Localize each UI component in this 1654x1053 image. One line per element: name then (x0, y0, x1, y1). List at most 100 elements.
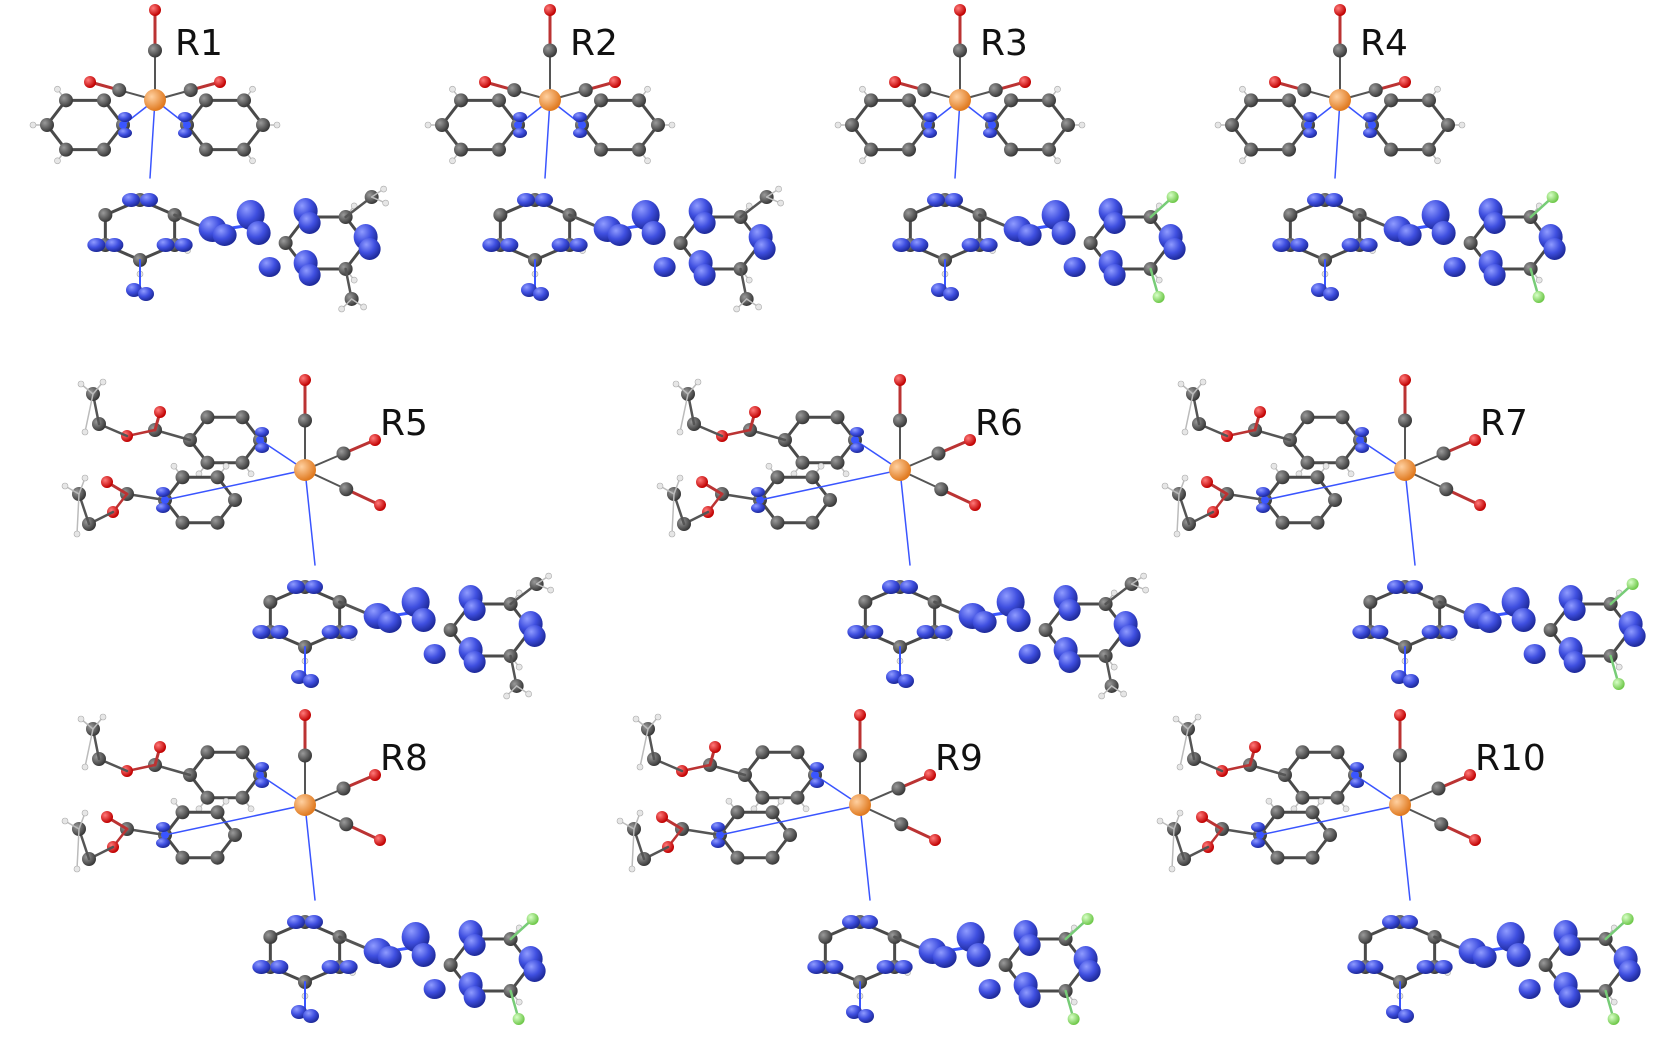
orbital-lobe (178, 112, 192, 122)
carbon-atom (632, 93, 646, 108)
hydrogen-atom (765, 462, 773, 470)
orbital-lobe (934, 625, 953, 639)
orbital-lobe (1355, 443, 1369, 453)
carbon-atom (237, 142, 251, 157)
panel-label-r5: R5 (380, 403, 428, 444)
carbon-atom (492, 93, 506, 108)
orbital-lobe (1347, 960, 1366, 974)
hydrogen-atom (61, 817, 69, 825)
carbon-atom (98, 208, 113, 222)
hydrogen-atom (1270, 462, 1278, 470)
orbital-lobe (298, 263, 321, 286)
orbital-lobe (513, 128, 527, 138)
hydrogen-atom (694, 378, 702, 386)
hydrogen-atom (81, 428, 89, 436)
hydrogen-atom (81, 763, 89, 771)
orbital-lobe (321, 960, 340, 974)
carbon-atom (210, 805, 225, 820)
carbon-atom (931, 446, 946, 461)
hydrogen-atom (350, 276, 358, 284)
hydrogen-atom (1176, 763, 1184, 771)
hydrogen-atom (775, 185, 782, 193)
carbon-atom (1042, 93, 1056, 108)
hydrogen-atom (1239, 157, 1246, 165)
hydrogen-atom (1265, 797, 1273, 805)
hydrogen-atom (360, 303, 367, 311)
orbital-lobe (303, 674, 319, 688)
carbon-atom (1061, 118, 1075, 132)
hydrogen-atom (1322, 462, 1330, 470)
carbon-atom (175, 470, 190, 485)
nitrogen-atom (1256, 831, 1264, 839)
bond (719, 804, 861, 836)
carbon-atom (1393, 748, 1407, 763)
carbon-atom (1310, 515, 1325, 530)
orbital-lobe (174, 238, 193, 252)
panel-label-r4: R4 (1360, 23, 1408, 64)
hydrogen-atom (777, 199, 784, 207)
bond (164, 469, 306, 501)
bond (149, 99, 156, 179)
orbital-lobe (1018, 644, 1041, 664)
hydrogen-atom (81, 474, 89, 482)
carbon-atom (1275, 515, 1290, 530)
oxygen-atom (1254, 406, 1266, 418)
carbon-atom (200, 410, 215, 425)
bond (84, 728, 94, 768)
orbital-lobe (1290, 238, 1309, 252)
oxygen-atom (479, 76, 491, 88)
bond (84, 393, 94, 433)
orbital-lobe (1563, 599, 1586, 622)
oxygen-atom (1019, 76, 1031, 88)
orbital-lobe (910, 238, 929, 252)
carbon-atom (1295, 745, 1310, 760)
orbital-lobe (1386, 1005, 1402, 1019)
orbital-lobe (1483, 263, 1506, 286)
carbon-atom (1282, 142, 1296, 157)
orbital-lobe (916, 625, 935, 639)
nitrogen-atom (578, 121, 586, 129)
orbital-lobe (1439, 625, 1458, 639)
orbital-lobe (943, 287, 959, 301)
orbital-lobe (711, 838, 725, 848)
carbon-atom (59, 142, 73, 157)
oxygen-atom (696, 476, 708, 488)
hydrogen-atom (1239, 85, 1246, 93)
orbital-lobe (876, 960, 895, 974)
oxygen-atom (149, 4, 161, 16)
orbital-lobe (1323, 287, 1339, 301)
carbon-atom (492, 142, 506, 157)
orbital-lobe (1311, 283, 1327, 297)
orbital-lobe (255, 778, 269, 788)
metal-atom (144, 89, 166, 111)
orbital-lobe (1018, 934, 1041, 957)
hydrogen-atom (654, 713, 662, 721)
panel-label-r8: R8 (380, 738, 428, 779)
orbital-lobe (517, 193, 535, 207)
bond (1399, 804, 1411, 901)
carbon-atom (845, 118, 859, 132)
carbon-atom (1384, 142, 1398, 157)
orbital-lobe (1563, 650, 1586, 673)
orbital-lobe (1341, 238, 1360, 252)
panel-label-r3: R3 (980, 23, 1028, 64)
orbital-lobe (1518, 979, 1541, 999)
orbital-lobe (751, 487, 765, 497)
orbital-lobe (1421, 625, 1440, 639)
carbon-atom (339, 817, 354, 832)
hydrogen-atom (676, 474, 684, 482)
metal-atom (849, 794, 871, 816)
orbital-lobe (923, 128, 937, 138)
orbital-lobe (1058, 650, 1081, 673)
oxygen-atom (929, 834, 941, 846)
orbital-lobe (305, 580, 323, 594)
hydrogen-atom (1214, 121, 1222, 129)
orbital-lobe (1416, 960, 1435, 974)
orbital-lobe (693, 212, 716, 235)
hydrogen-atom (1172, 715, 1180, 723)
bond (1259, 804, 1401, 836)
metal-atom (889, 459, 911, 481)
orbital-lobe (1256, 503, 1270, 513)
orbital-lobe (1477, 611, 1502, 633)
carbon-atom (578, 83, 593, 98)
